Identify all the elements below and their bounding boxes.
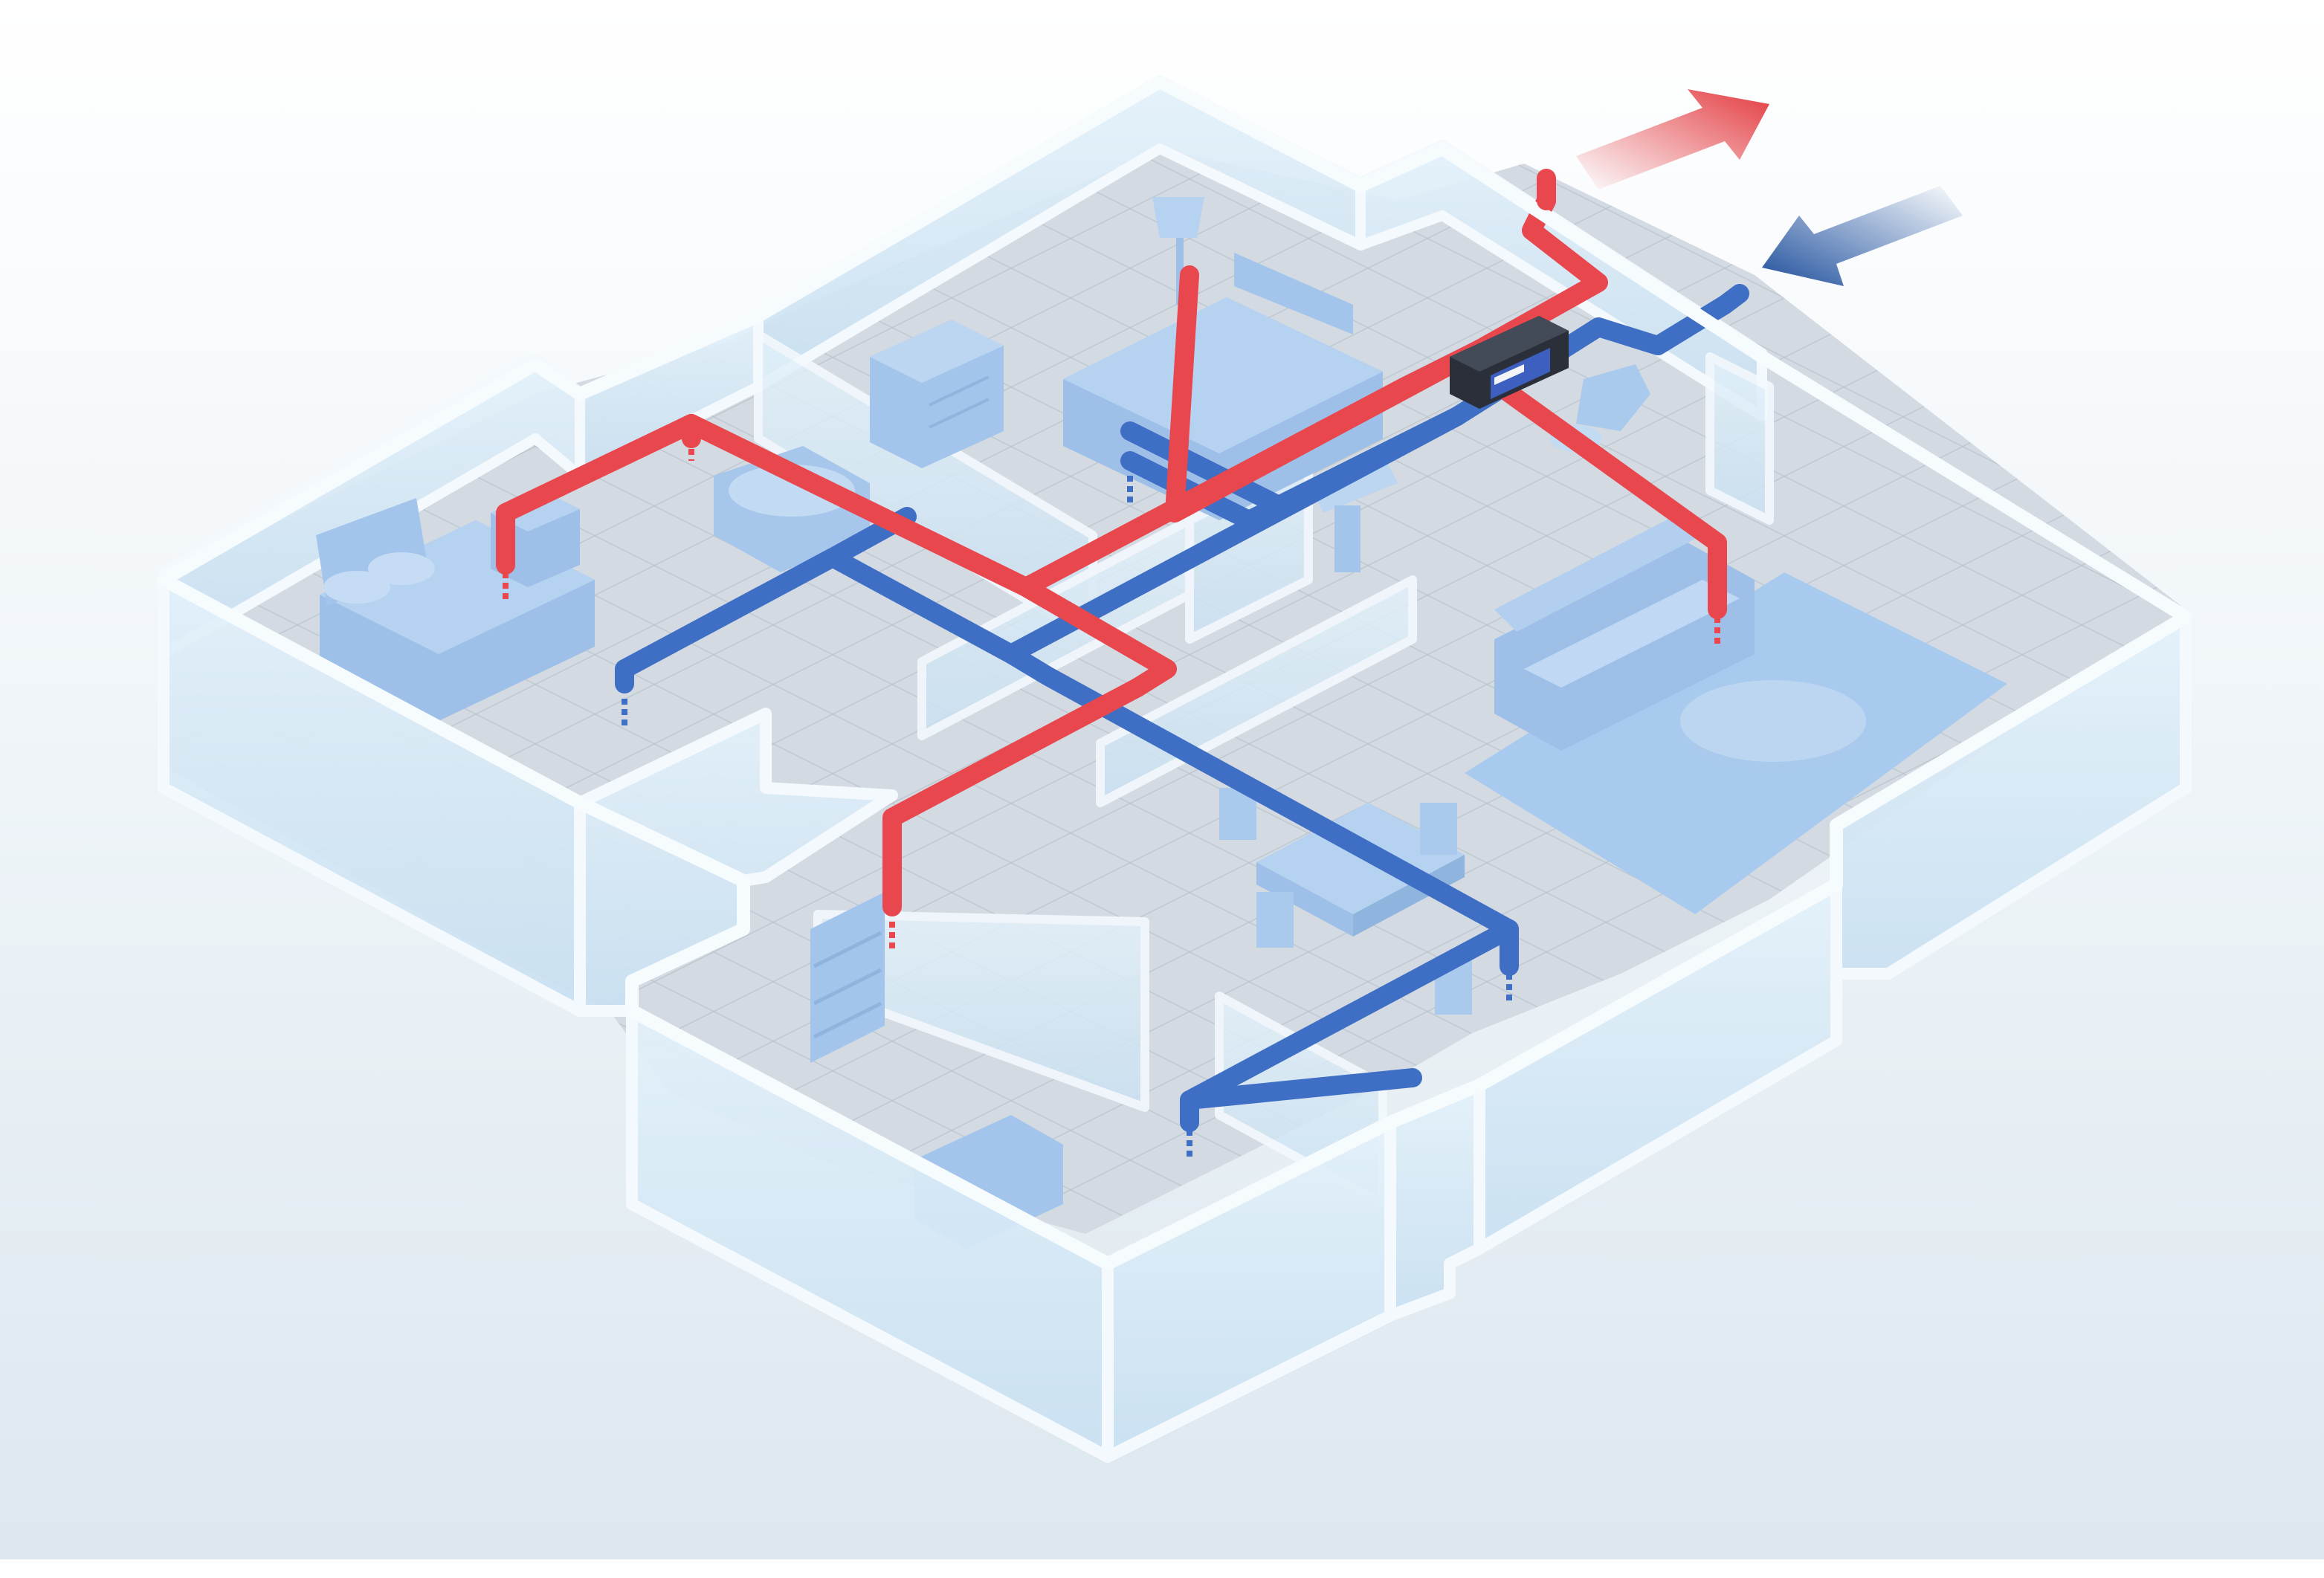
front-walls (158, 574, 2192, 1463)
external-duct-outlets (1537, 169, 1749, 314)
sofa-icon (1494, 513, 1755, 751)
floor-lamp-icon (1152, 197, 1204, 305)
bookshelf-icon (810, 892, 885, 1063)
airflow-terminal-arrows (503, 290, 1720, 1160)
arrow-down-left-blue (1762, 186, 1963, 286)
mvhr-unit-icon (1450, 316, 1569, 409)
wall-top-rims (157, 75, 2192, 1270)
bottom-band (0, 1559, 2324, 1578)
coffee-table-icon (1680, 680, 1866, 769)
dresser-icon (870, 320, 1004, 468)
arrow-up-right-red (1576, 89, 1769, 190)
